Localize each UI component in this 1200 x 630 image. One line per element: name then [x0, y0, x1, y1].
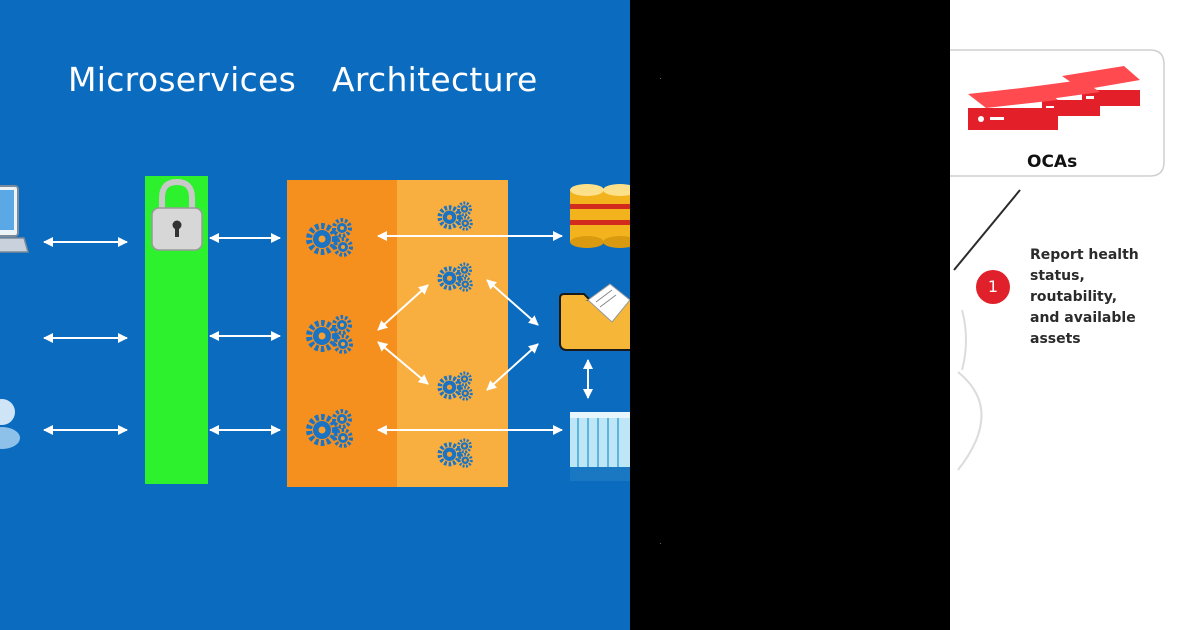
- step-line: and available: [1030, 310, 1136, 326]
- user-icon: [0, 399, 20, 449]
- laptop-icon: [0, 185, 29, 253]
- ocas-label: OCAs: [1027, 152, 1078, 172]
- black-panel-canvas: [660, 78, 661, 544]
- arrow-service-diag-up: [377, 284, 429, 331]
- arrow-service-folder-up: [486, 279, 539, 326]
- outline-arc-lower: [957, 371, 983, 471]
- padlock-icon: [151, 178, 203, 251]
- diagram-title-microservices: Microservices: [68, 60, 297, 99]
- ocas-canvas: [950, 49, 1165, 471]
- connector-line: [953, 189, 1021, 271]
- microservices-diagram: Microservices Architecture: [0, 0, 630, 630]
- folder-icon: [559, 283, 630, 351]
- step-number-badge: 1: [976, 270, 1010, 304]
- step-line: assets: [1030, 331, 1081, 347]
- diagram-canvas: [0, 176, 630, 487]
- services-block-secondary: [397, 180, 508, 487]
- diagram-title-architecture: Architecture: [332, 60, 538, 99]
- step-line: Report health: [1030, 247, 1139, 263]
- ocas-panel: [950, 0, 1200, 630]
- documents-icon: [570, 412, 630, 481]
- arrow-service-diag-down: [377, 341, 429, 385]
- server-appliance-icon: [968, 66, 1140, 130]
- database-icon: [570, 184, 630, 248]
- step-line: routability,: [1030, 289, 1118, 305]
- arrow-service-folder-down: [486, 343, 539, 391]
- step-description: Report health status, routability, and a…: [1030, 245, 1190, 350]
- outline-arc-upper: [961, 309, 967, 371]
- blank-black-panel: [634, 0, 950, 630]
- step-line: status,: [1030, 268, 1085, 284]
